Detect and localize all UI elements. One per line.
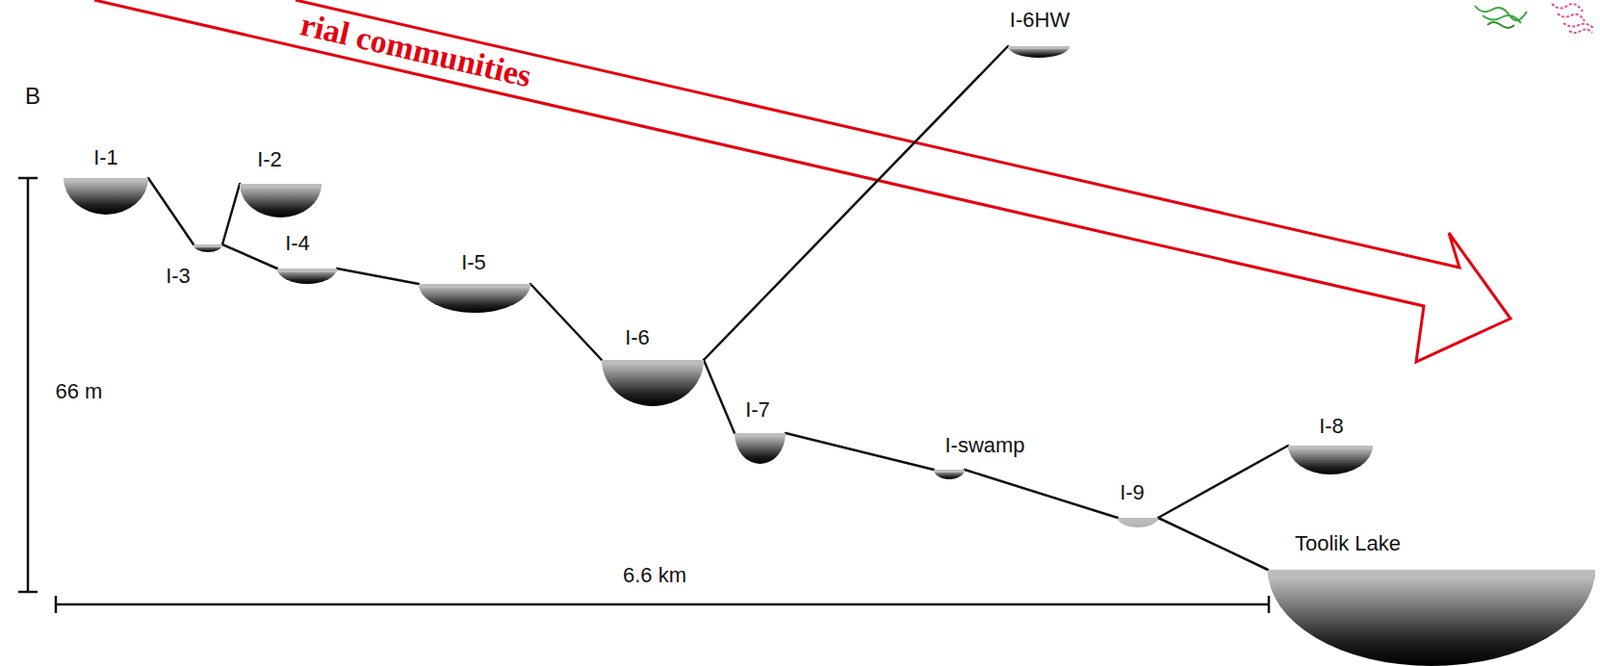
stream-connector <box>222 183 240 245</box>
lake-basin: I-8 <box>1288 445 1373 475</box>
lake-basin: I-4 <box>277 268 337 284</box>
distance-dimension: 6.6 km <box>622 564 687 588</box>
lake-label: I-swamp <box>944 434 1025 458</box>
stream-connector <box>148 178 194 245</box>
corner-decoration <box>1474 3 1595 33</box>
basin-shape <box>418 283 531 313</box>
lake-label: I-7 <box>745 398 771 422</box>
basin-shape <box>1288 445 1373 475</box>
lake-basin: Toolik Lake <box>1267 569 1596 666</box>
lake-label: I-8 <box>1318 414 1344 439</box>
stream-connector <box>964 469 1118 518</box>
basin-shape <box>1007 46 1070 58</box>
lake-basin: I-3 <box>193 244 223 253</box>
lake-label: I-9 <box>1119 481 1145 505</box>
trend-label: rial communities <box>297 5 536 94</box>
stream-connector <box>703 46 1008 361</box>
basin-shape <box>1117 517 1159 528</box>
lake-label: I-2 <box>257 148 283 172</box>
lake-basin: I-6 <box>601 360 704 407</box>
lake-label: I-1 <box>93 146 119 170</box>
basin-shape <box>277 268 337 284</box>
basin-shape <box>63 178 149 215</box>
lake-basin: I-7 <box>734 433 786 465</box>
basin-shape <box>239 183 322 218</box>
panel-letter: B <box>25 83 41 109</box>
stream-connector <box>703 360 735 434</box>
stream-connector <box>785 433 934 470</box>
basin-shape <box>1267 569 1596 666</box>
stream-connector <box>1158 445 1289 518</box>
stream-connector <box>336 268 419 284</box>
lake-basin: I-6HW <box>1007 46 1070 58</box>
lake-label: Toolik Lake <box>1294 532 1401 556</box>
trend-arrow <box>94 0 1511 362</box>
basin-shape <box>601 360 704 407</box>
lake-basin: I-9 <box>1117 517 1159 528</box>
lake-basin: I-1 <box>63 178 149 215</box>
scale-bar-horizontal <box>55 595 1269 614</box>
lake-label: I-5 <box>461 251 487 275</box>
height-dimension: 66 m <box>55 380 104 404</box>
lake-label: I-6 <box>624 326 650 350</box>
lake-label: I-3 <box>165 264 191 288</box>
lake-basin: I-5 <box>418 283 531 313</box>
lake-label: I-4 <box>284 232 310 256</box>
lake-label: I-6HW <box>1009 8 1070 32</box>
stream-connector <box>222 244 278 269</box>
lake-basin: I-2 <box>239 183 322 218</box>
basin-shape <box>193 244 223 253</box>
stream-connector <box>530 283 602 361</box>
basin-shape <box>933 469 965 480</box>
basin-shape <box>734 433 786 465</box>
lake-basin: I-swamp <box>933 469 965 480</box>
scale-bar-vertical <box>18 178 38 593</box>
stream-connector <box>1158 517 1268 570</box>
